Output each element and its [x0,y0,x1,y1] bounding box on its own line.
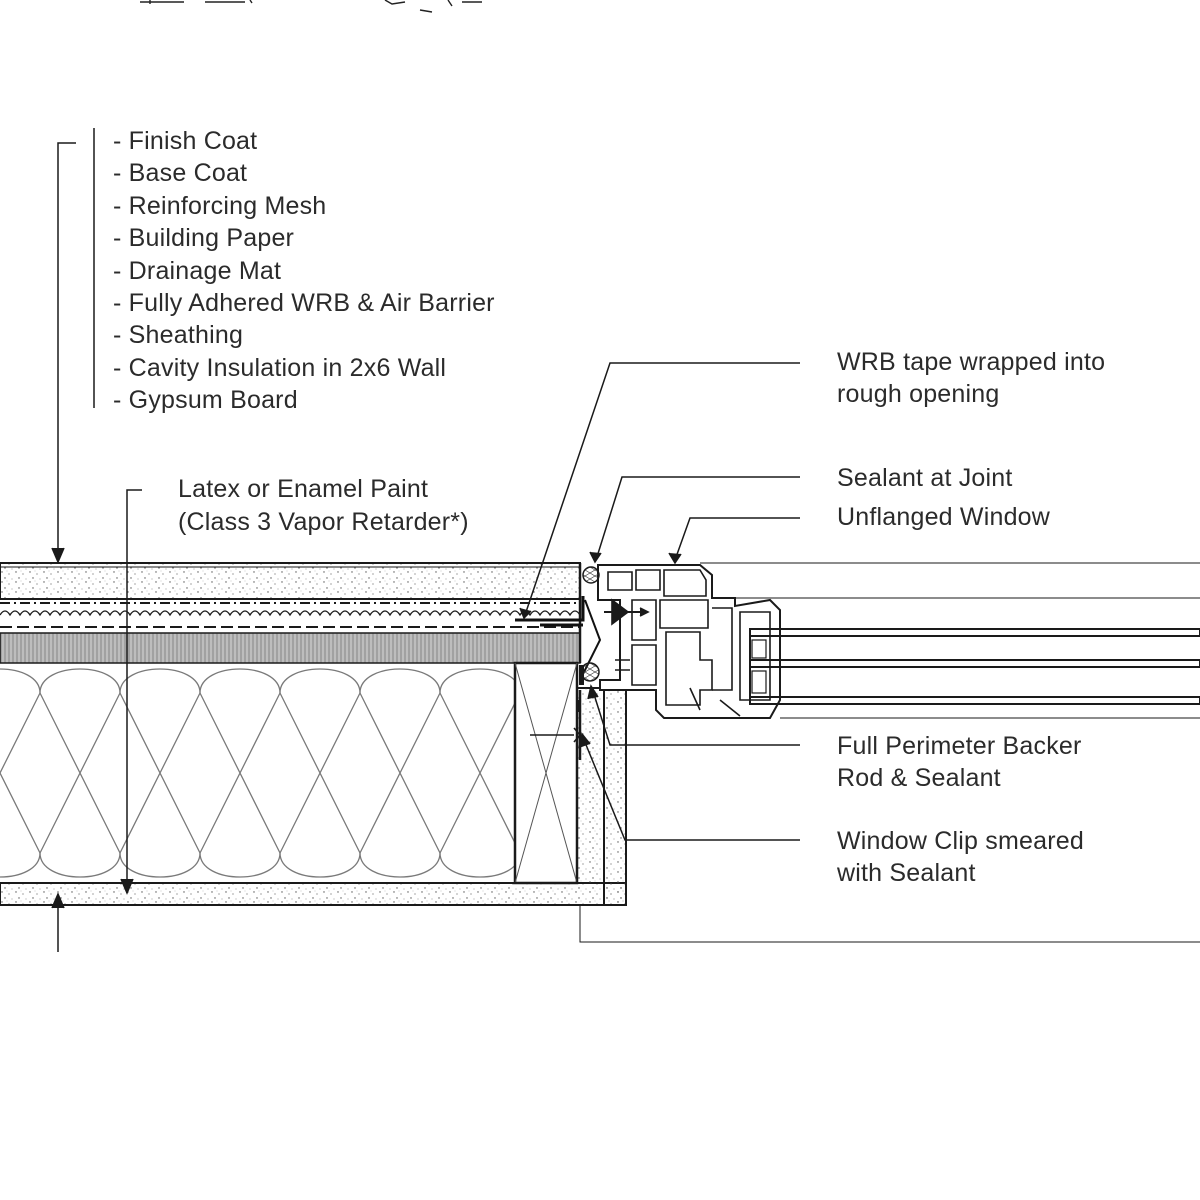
wall-layer-list: - Finish Coat - Base Coat - Reinforcing … [113,125,495,417]
unflanged-window-callout: Unflanged Window [837,503,1051,531]
gypsum-board [0,882,627,906]
layer-base-coat: - Base Coat [113,159,248,188]
layer-drainage-mat: - Drainage Mat [113,256,282,285]
wall-assembly [0,562,627,906]
finish-coat-layer [0,562,581,600]
wrb-tape-callout-line1: WRB tape wrapped into [837,348,1106,376]
layer-wrb-air-barrier: - Fully Adhered WRB & Air Barrier [113,288,495,317]
layer-cavity-insulation: - Cavity Insulation in 2x6 Wall [113,353,447,382]
layer-building-paper: - Building Paper [113,224,295,253]
backer-rod-callout-line1: Full Perimeter Backer [837,732,1082,760]
insulation-loop [119,668,201,878]
sheathing-layer [0,632,581,664]
sealant-joint-callout: Sealant at Joint [837,464,1013,492]
cavity-insulation [0,668,515,878]
layer-gypsum-board: - Gypsum Board [113,386,298,415]
clipped-top-fragments [140,0,482,13]
drainage-mat [0,610,581,617]
insulation-loop [0,668,41,878]
layer-sheathing: - Sheathing [113,321,244,350]
wrb-tape-callout-line2: rough opening [837,380,1000,408]
window-clip-callout-line1: Window Clip smeared [837,827,1084,855]
layer-finish-coat: - Finish Coat [113,127,258,155]
window-clip-fastener [530,690,582,760]
insulation-loop [359,668,441,878]
leader-lines [51,128,1200,952]
backer-rod-callout-line2: Rod & Sealant [837,764,1001,792]
insulation-loop [199,668,281,878]
glazing [700,562,1200,719]
wrb-tape-wrap [515,596,585,627]
paint-callout-line2: (Class 3 Vapor Retarder*) [178,508,469,536]
backer-rods-and-sealant [579,566,600,685]
layer-reinforcing-mesh: - Reinforcing Mesh [113,191,327,220]
window-clip-callout-line2: with Sealant [837,859,976,887]
paint-callout-line1: Latex or Enamel Paint [178,475,429,503]
insulation-loop [279,668,361,878]
insulation-loop [439,668,515,878]
insulation-loop [39,668,121,878]
